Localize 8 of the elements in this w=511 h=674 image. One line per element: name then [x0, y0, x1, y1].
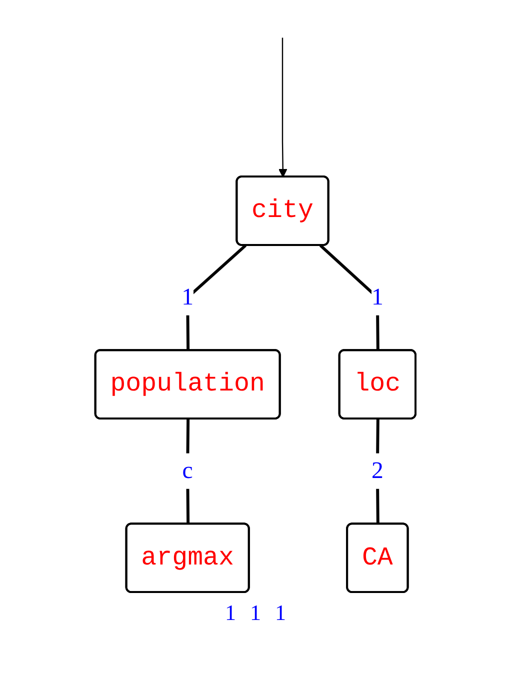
- edge-label: 2: [372, 458, 384, 484]
- edge-label: 1: [182, 284, 194, 310]
- edge-end-label: 1: [250, 600, 261, 626]
- edge-label: c: [182, 458, 193, 484]
- edge-end-label: 1: [275, 600, 286, 626]
- edge-label: 1: [372, 284, 384, 310]
- edge-end-label: 1: [225, 600, 236, 626]
- arrow: [278, 38, 288, 178]
